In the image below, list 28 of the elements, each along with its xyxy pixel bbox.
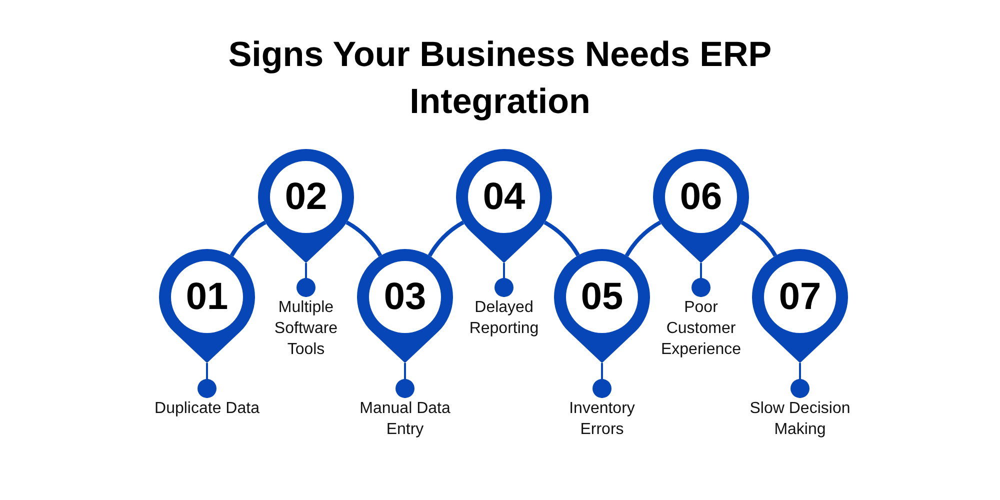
location-pin bbox=[258, 149, 354, 263]
location-pin bbox=[159, 249, 255, 363]
step-label: Duplicate Data bbox=[154, 398, 260, 419]
step-number: 06 bbox=[680, 177, 722, 217]
title: Signs Your Business Needs ERP Integration bbox=[227, 34, 773, 123]
location-pin bbox=[357, 249, 453, 363]
connector-arc bbox=[740, 220, 778, 257]
step-number: 05 bbox=[580, 277, 624, 317]
step-number: 01 bbox=[186, 277, 228, 317]
step-number: 02 bbox=[284, 177, 328, 217]
location-pin bbox=[456, 149, 552, 263]
step-label: Slow Decision Making bbox=[744, 398, 856, 440]
connector-arc bbox=[230, 220, 266, 257]
step-number: 04 bbox=[482, 177, 526, 217]
step-label: Poor Customer Experience bbox=[656, 297, 746, 360]
connector-arc bbox=[544, 220, 580, 256]
connector-arc bbox=[624, 220, 662, 257]
location-pin bbox=[554, 249, 650, 363]
connector-arc bbox=[428, 220, 464, 257]
location-pin bbox=[752, 249, 848, 363]
step-label: Manual Data Entry bbox=[355, 398, 455, 440]
connector-arc bbox=[346, 220, 382, 257]
step-label: Multiple Software Tools bbox=[266, 297, 346, 360]
step-number: 07 bbox=[778, 277, 822, 317]
step-label: Inventory Errors bbox=[560, 398, 644, 440]
step-label: Delayed Reporting bbox=[462, 297, 546, 339]
location-pin bbox=[653, 149, 749, 263]
step-number: 03 bbox=[384, 277, 426, 317]
